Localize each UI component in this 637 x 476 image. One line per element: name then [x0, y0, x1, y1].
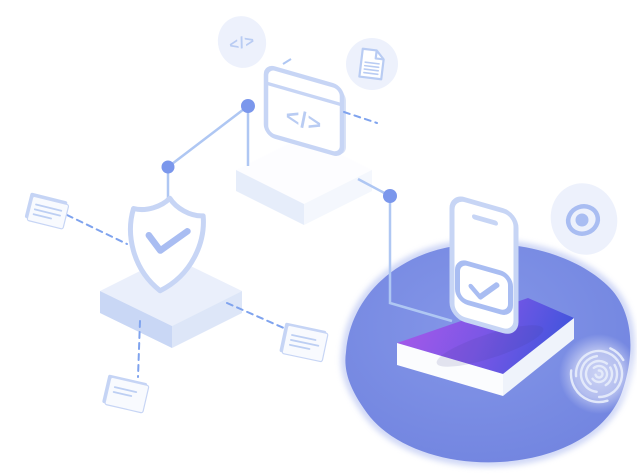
message-card-bottom [102, 374, 150, 414]
gradient-platform [397, 298, 574, 396]
code-badge-glyph: </> [228, 32, 257, 54]
phone-shadow [436, 325, 544, 367]
shield-check-icon [128, 195, 206, 294]
laptop-platform [236, 136, 372, 225]
document-icon [346, 38, 398, 90]
connector-left [161, 99, 255, 199]
phone-check-badge [455, 260, 513, 315]
phone-check-icon [449, 196, 519, 334]
fingerprint-icon [559, 334, 637, 414]
laptop-screen: </> [263, 65, 346, 156]
eye-icon [550, 183, 618, 255]
message-card-right [279, 322, 329, 363]
phone-checkmark [468, 282, 500, 300]
spark-dash [282, 58, 292, 65]
node-dot-c [383, 189, 397, 203]
code-badge-icon: </> [217, 16, 267, 68]
phone-speaker [472, 214, 498, 226]
dashed-connectors [66, 111, 378, 378]
shield-platform [100, 256, 242, 348]
node-dot-a [241, 99, 255, 113]
connector-right [357, 177, 453, 323]
shield-checkmark [145, 228, 191, 254]
message-card-left [24, 192, 70, 230]
node-dot-b [161, 160, 175, 174]
